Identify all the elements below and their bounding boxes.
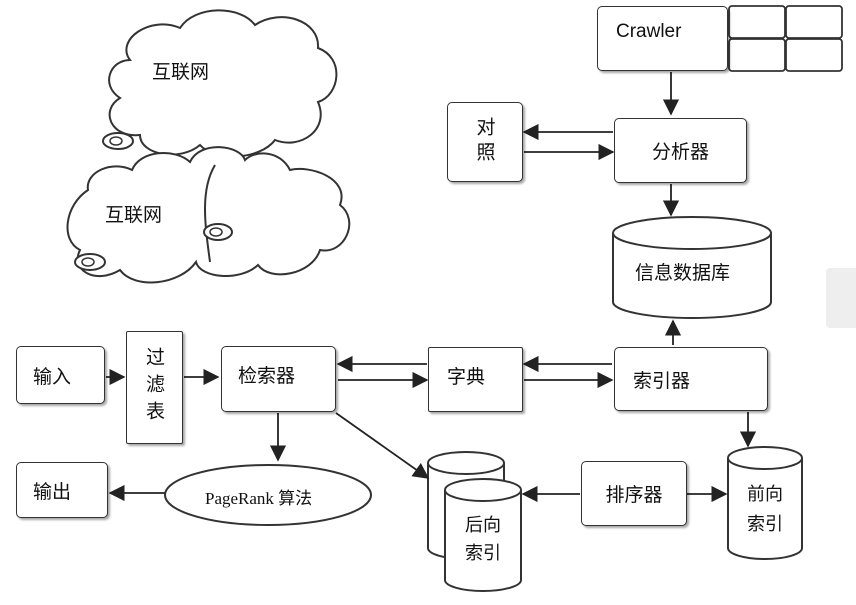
searcher-box: 检索器 bbox=[221, 346, 336, 412]
forward-index-label: 前向索引 bbox=[747, 484, 783, 535]
arrows bbox=[106, 72, 757, 503]
dictionary-box: 字典 bbox=[428, 347, 523, 412]
output-label: 输出 bbox=[33, 481, 72, 503]
sorter-box: 排序器 bbox=[581, 461, 687, 526]
crawler-grid bbox=[728, 5, 843, 72]
analyzer-label: 分析器 bbox=[651, 141, 709, 163]
indexer-label: 索引器 bbox=[633, 369, 691, 392]
internet-cloud-1 bbox=[102, 9, 338, 158]
crawler-box: Crawler bbox=[597, 6, 728, 71]
input-label: 输入 bbox=[33, 365, 72, 388]
internet-cloud-2-label: 互联网 bbox=[105, 204, 163, 226]
side-scroll-tab[interactable] bbox=[826, 268, 856, 328]
inverted-index-label: 后向索引 bbox=[465, 515, 501, 564]
compare-box: 对照 bbox=[447, 102, 523, 182]
filter-table-box: 过滤表 bbox=[126, 331, 183, 444]
internet-cloud-1-label: 互联网 bbox=[152, 61, 210, 83]
sorter-label: 排序器 bbox=[605, 484, 663, 506]
compare-label: 对照 bbox=[473, 117, 496, 167]
indexer-box: 索引器 bbox=[614, 347, 768, 411]
info-db-label: 信息数据库 bbox=[635, 262, 731, 284]
pagerank-label: PageRank 算法 bbox=[205, 489, 313, 508]
searcher-label: 检索器 bbox=[238, 365, 296, 387]
internet-cloud-2 bbox=[66, 146, 351, 284]
forward-index-cylinder bbox=[727, 446, 803, 560]
inverted-index-cylinders bbox=[427, 451, 522, 592]
input-box: 输入 bbox=[16, 346, 105, 404]
pagerank-ellipse bbox=[164, 464, 372, 526]
info-db-cylinder bbox=[612, 216, 772, 319]
output-box: 输出 bbox=[16, 462, 108, 518]
analyzer-box: 分析器 bbox=[614, 118, 747, 183]
crawler-label: Crawler bbox=[616, 21, 682, 42]
dictionary-label: 字典 bbox=[447, 366, 486, 388]
filter-table-label: 过滤表 bbox=[143, 347, 165, 428]
